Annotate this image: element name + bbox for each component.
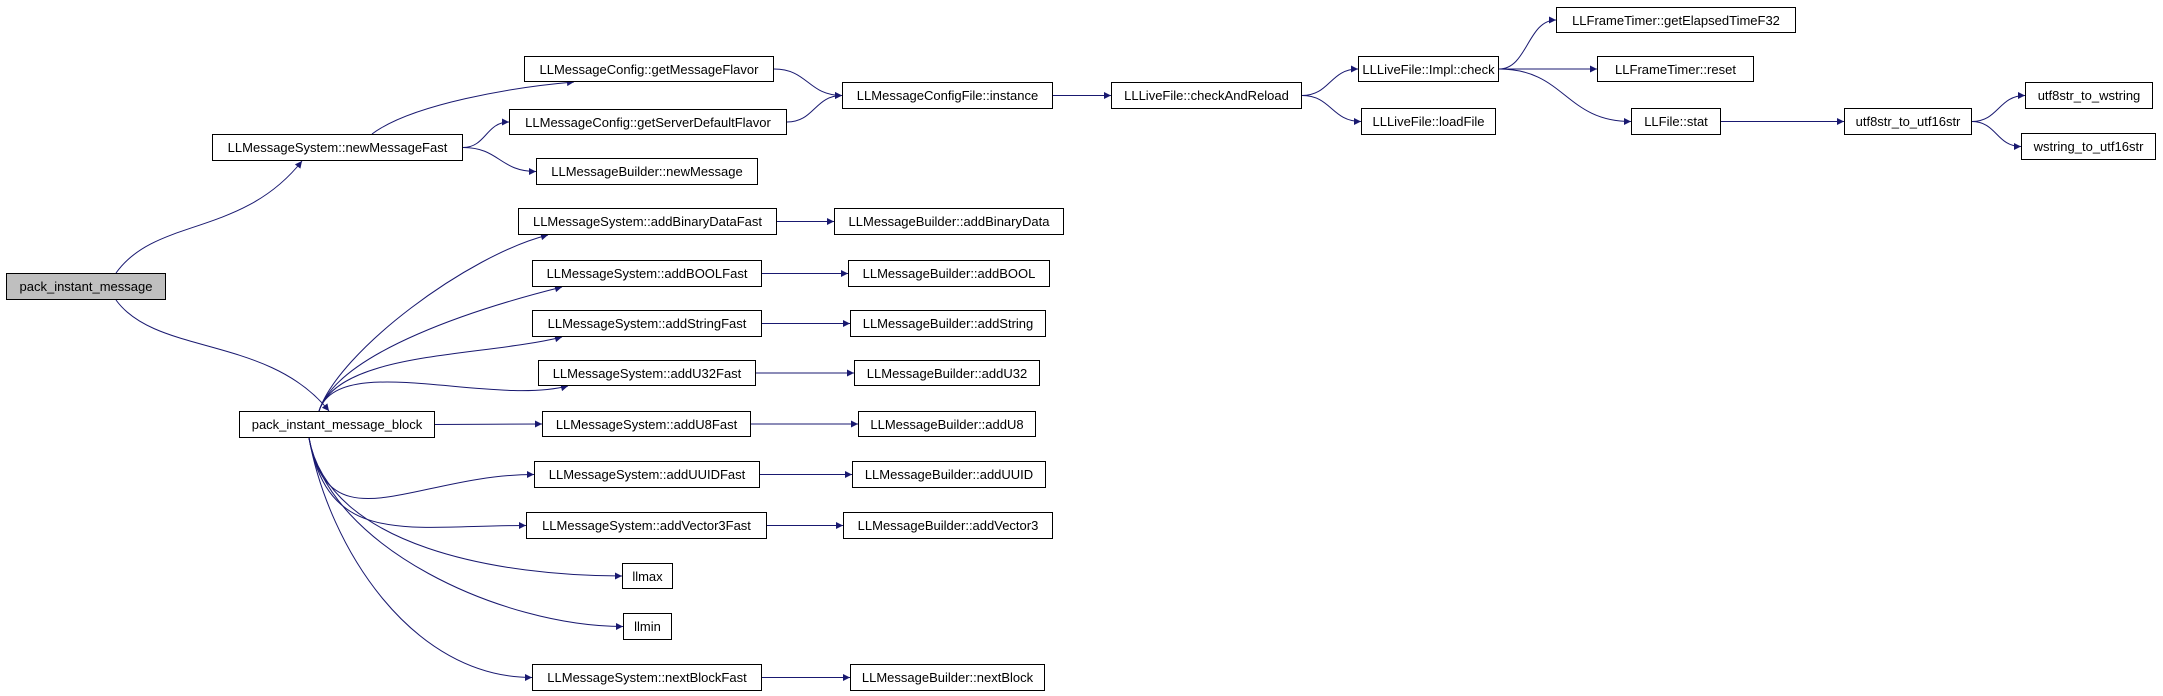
- node-getMessageFlavor[interactable]: LLMessageConfig::getMessageFlavor: [524, 56, 774, 82]
- edge-pack_instant_message-to-newMessageFast: [115, 160, 303, 274]
- edge-pack_instant_message_block-to-addUUIDFast: [308, 437, 535, 500]
- edge-utf8str_to_utf16str-to-utf8str_to_wstring: [1971, 92, 2026, 122]
- edge-pack_instant_message_block-to-addU32Fast: [318, 381, 569, 412]
- node-newMessageFast[interactable]: LLMessageSystem::newMessageFast: [212, 134, 463, 161]
- edge-pack_instant_message_block-to-addStringFast: [318, 335, 563, 412]
- edge-pack_instant_message-to-pack_instant_message_block: [115, 299, 330, 412]
- node-addVector3Fast[interactable]: LLMessageSystem::addVector3Fast: [526, 512, 767, 539]
- node-addVector3[interactable]: LLMessageBuilder::addVector3: [843, 512, 1053, 539]
- node-addString[interactable]: LLMessageBuilder::addString: [850, 310, 1046, 337]
- node-pack_instant_message: pack_instant_message: [6, 273, 166, 300]
- edge-implCheck-to-getElapsedTimeF32: [1498, 16, 1557, 70]
- node-addUUIDFast[interactable]: LLMessageSystem::addUUIDFast: [534, 461, 760, 488]
- node-pack_instant_message_block[interactable]: pack_instant_message_block: [239, 411, 435, 438]
- edge-pack_instant_message_block-to-llmax: [308, 437, 623, 580]
- node-addUUID[interactable]: LLMessageBuilder::addUUID: [852, 461, 1046, 488]
- node-nextBlockFast[interactable]: LLMessageSystem::nextBlockFast: [532, 664, 762, 691]
- edge-pack_instant_message_block-to-addBOOLFast: [318, 285, 563, 412]
- node-utf8str_to_utf16str[interactable]: utf8str_to_utf16str: [1844, 108, 1972, 135]
- node-llmin[interactable]: llmin: [623, 613, 672, 640]
- edge-checkAndReload-to-loadFile: [1301, 95, 1362, 125]
- edge-implCheck-to-fileStat: [1498, 68, 1632, 125]
- edge-pack_instant_message_block-to-nextBlockFast: [308, 437, 533, 681]
- edge-getServerDefaultFlavor-to-configInstance: [786, 92, 843, 123]
- node-wstring_to_utf16str[interactable]: wstring_to_utf16str: [2021, 133, 2156, 160]
- node-nextBlock[interactable]: LLMessageBuilder::nextBlock: [850, 664, 1045, 691]
- edge-getMessageFlavor-to-configInstance: [773, 68, 843, 99]
- edge-pack_instant_message_block-to-addBinaryDataFast: [318, 233, 549, 412]
- node-loadFile[interactable]: LLLiveFile::loadFile: [1361, 108, 1496, 135]
- node-fileStat[interactable]: LLFile::stat: [1631, 108, 1721, 135]
- node-addStringFast[interactable]: LLMessageSystem::addStringFast: [532, 310, 762, 337]
- node-addU8[interactable]: LLMessageBuilder::addU8: [858, 411, 1036, 437]
- node-addBinaryData[interactable]: LLMessageBuilder::addBinaryData: [834, 208, 1064, 235]
- node-getElapsedTimeF32[interactable]: LLFrameTimer::getElapsedTimeF32: [1556, 7, 1796, 33]
- edge-newMessageFast-to-getServerDefaultFlavor: [462, 118, 510, 148]
- edge-pack_instant_message_block-to-addU8Fast: [434, 420, 543, 428]
- edge-pack_instant_message_block-to-llmin: [308, 437, 624, 630]
- node-implCheck[interactable]: LLLiveFile::Impl::check: [1358, 56, 1499, 82]
- node-utf8str_to_wstring[interactable]: utf8str_to_wstring: [2025, 82, 2153, 109]
- node-addU8Fast[interactable]: LLMessageSystem::addU8Fast: [542, 411, 751, 437]
- node-getServerDefaultFlavor[interactable]: LLMessageConfig::getServerDefaultFlavor: [509, 109, 787, 135]
- node-configInstance[interactable]: LLMessageConfigFile::instance: [842, 82, 1053, 109]
- edge-utf8str_to_utf16str-to-wstring_to_utf16str: [1971, 121, 2022, 150]
- edge-newMessageFast-to-getMessageFlavor: [371, 79, 575, 135]
- edge-pack_instant_message_block-to-addVector3Fast: [308, 437, 527, 530]
- node-addBOOLFast[interactable]: LLMessageSystem::addBOOLFast: [532, 260, 762, 287]
- node-addU32Fast[interactable]: LLMessageSystem::addU32Fast: [538, 360, 756, 386]
- edge-checkAndReload-to-implCheck: [1301, 65, 1359, 96]
- node-timerReset[interactable]: LLFrameTimer::reset: [1597, 56, 1754, 82]
- node-llmax[interactable]: llmax: [622, 563, 673, 589]
- node-addBOOL[interactable]: LLMessageBuilder::addBOOL: [848, 260, 1050, 287]
- edge-newMessageFast-to-newMessage: [462, 147, 537, 175]
- node-addU32[interactable]: LLMessageBuilder::addU32: [854, 360, 1040, 386]
- node-checkAndReload[interactable]: LLLiveFile::checkAndReload: [1111, 82, 1302, 109]
- node-addBinaryDataFast[interactable]: LLMessageSystem::addBinaryDataFast: [518, 208, 777, 235]
- node-newMessage[interactable]: LLMessageBuilder::newMessage: [536, 158, 758, 185]
